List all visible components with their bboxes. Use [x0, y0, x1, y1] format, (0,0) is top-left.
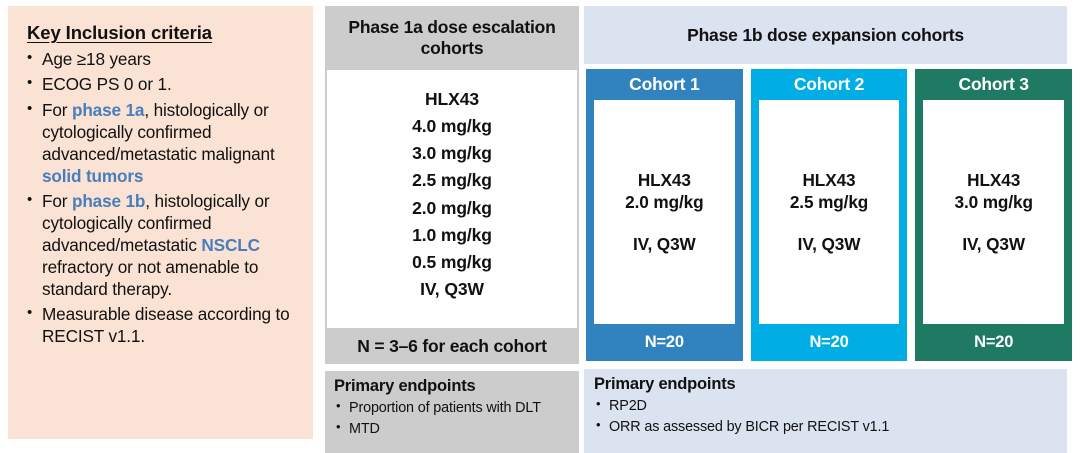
- cohort-drug-label: HLX43: [802, 169, 856, 190]
- dose-level-label: 0.5 mg/kg: [412, 251, 492, 272]
- phase-1a-header-label: Phase 1a dose escalation cohorts: [348, 17, 556, 58]
- dose-level-label: IV, Q3W: [420, 278, 484, 299]
- accent-term: solid tumors: [42, 165, 144, 186]
- cohort-drug-label: HLX43: [637, 169, 691, 190]
- accent-term: NSCLC: [201, 234, 260, 255]
- criteria-text: For: [42, 191, 72, 212]
- phase-1a-primary-endpoints: Primary endpoints Proportion of patients…: [325, 371, 579, 453]
- criteria-text: Measurable disease according to RECIST v…: [42, 304, 290, 347]
- phase-1a-sample-size-label: N = 3–6 for each cohort: [357, 335, 547, 356]
- phase-1b-column: Phase 1b dose expansion cohorts Cohort 1…: [584, 6, 1073, 453]
- endpoint-item: MTD: [334, 418, 571, 440]
- phase-1a-endpoints-title: Primary endpoints: [334, 377, 476, 395]
- phase-1a-sample-size-band: N = 3–6 for each cohort: [325, 328, 579, 364]
- dose-level-label: 2.0 mg/kg: [412, 197, 492, 218]
- endpoint-item: RP2D: [594, 395, 1059, 417]
- cohort-sample-size-label: N=20: [974, 333, 1014, 351]
- cohort-title-label: Cohort 3: [958, 74, 1030, 94]
- criteria-text: refractory or not amenable to standard t…: [42, 256, 259, 299]
- cohort-drug-label: HLX43: [967, 169, 1021, 190]
- cohort-dose-label: 2.0 mg/kg: [625, 192, 704, 212]
- cohort-route-label: IV, Q3W: [962, 234, 1026, 255]
- cohort-title-label: Cohort 1: [629, 74, 700, 94]
- cohort-dose-label: 3.0 mg/kg: [954, 192, 1033, 212]
- key-inclusion-criteria-panel: Key Inclusion criteria Age ≥18 yearsECOG…: [8, 6, 313, 439]
- phase-1b-header: Phase 1b dose expansion cohorts: [584, 6, 1067, 64]
- cohort-route-label: IV, Q3W: [633, 234, 696, 255]
- phase-1a-column: Phase 1a dose escalation cohorts HLX43 4.…: [325, 6, 579, 453]
- dose-level-label: 1.0 mg/kg: [412, 224, 492, 245]
- inclusion-criteria-item: For phase 1a, histologically or cytologi…: [24, 99, 299, 188]
- criteria-text: For: [42, 99, 72, 120]
- endpoint-item: Proportion of patients with DLT: [334, 397, 571, 419]
- inclusion-criteria-list: Age ≥18 yearsECOG PS 0 or 1. For phase 1a…: [24, 48, 299, 348]
- inclusion-criteria-item: ECOG PS 0 or 1.: [24, 73, 299, 96]
- phase-1b-primary-endpoints: Primary endpoints RP2DORR as assessed by…: [584, 369, 1067, 453]
- dose-level-label: 3.0 mg/kg: [412, 143, 492, 164]
- phase-1b-header-label: Phase 1b dose expansion cohorts: [687, 24, 964, 45]
- cohort-title-label: Cohort 2: [793, 74, 865, 94]
- page-title: Key Inclusion criteria: [27, 22, 212, 43]
- phase-1a-header: Phase 1a dose escalation cohorts: [325, 6, 579, 70]
- criteria-text: , histologically or cytologically confir…: [42, 191, 270, 255]
- inclusion-criteria-item: Measurable disease according to RECIST v…: [24, 303, 299, 348]
- phase-1b-endpoints-list: RP2DORR as assessed by BICR per RECIST v…: [594, 395, 1059, 438]
- phase-1a-dose-box: HLX43 4.0 mg/kg 3.0 mg/kg 2.5 mg/kg 2.0 mg/k…: [325, 70, 579, 328]
- dose-level-label: 4.0 mg/kg: [412, 116, 492, 137]
- phase-1b-endpoints-title: Primary endpoints: [594, 375, 736, 393]
- criteria-text: ECOG PS 0 or 1.: [42, 74, 172, 95]
- cohort-dose-label: 2.5 mg/kg: [789, 192, 869, 212]
- endpoint-item: ORR as assessed by BICR per RECIST v1.1: [594, 416, 1059, 438]
- cohort-sample-size-label: N=20: [644, 333, 684, 351]
- criteria-text: Age ≥18 years: [42, 49, 151, 69]
- criteria-text: , histologically or cytologically confir…: [42, 99, 275, 164]
- dose-level-label: HLX43: [425, 89, 479, 109]
- accent-term: phase 1a: [71, 99, 145, 120]
- cohort-sample-size-label: N=20: [809, 333, 849, 351]
- cohort-route-label: IV, Q3W: [797, 234, 861, 255]
- phase-1a-endpoints-list: Proportion of patients with DLTMTD: [334, 397, 571, 440]
- inclusion-criteria-item: For phase 1b, histologically or cytologi…: [24, 190, 299, 301]
- dose-level-label: 2.5 mg/kg: [412, 170, 492, 191]
- inclusion-criteria-item: Age ≥18 years: [24, 48, 299, 71]
- accent-term: phase 1b: [71, 191, 146, 212]
